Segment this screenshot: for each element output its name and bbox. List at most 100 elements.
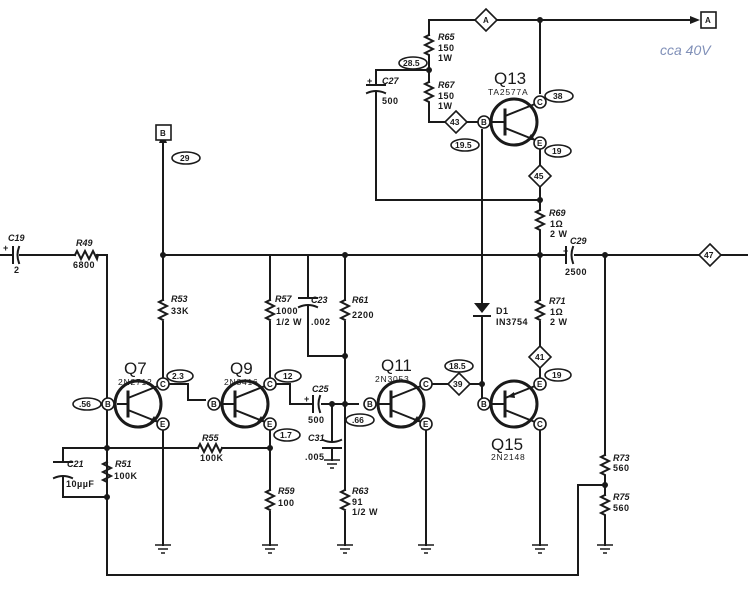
q15-pin-c: C bbox=[537, 420, 543, 429]
voltage-q13-emitter: 19 bbox=[552, 146, 562, 156]
c19-polarity: + bbox=[3, 243, 9, 253]
voltage-q7-base: .56 bbox=[79, 399, 91, 409]
r57-power: 1/2 W bbox=[276, 317, 302, 327]
q15-pin-b: B bbox=[481, 400, 487, 409]
q13-pin-e: E bbox=[537, 139, 543, 148]
pin-markers: B C E B C E B C E B C E B E C bbox=[101, 95, 547, 431]
ground-icons bbox=[155, 459, 613, 554]
c23-ref: C23 bbox=[311, 295, 328, 305]
connectors: B A bbox=[155, 11, 717, 141]
q9-pin-e: E bbox=[267, 420, 273, 429]
d1-type: IN3754 bbox=[496, 317, 528, 327]
q13-pin-b: B bbox=[481, 118, 487, 127]
q7-pin-c: C bbox=[160, 380, 166, 389]
diode-d1-symbol bbox=[473, 303, 491, 317]
transistor-q11 bbox=[376, 379, 426, 429]
r57-ref: R57 bbox=[275, 294, 293, 304]
r57-value: 1000 bbox=[276, 306, 298, 316]
test-point-45: 45 bbox=[534, 171, 544, 181]
r53-value: 33K bbox=[171, 306, 189, 316]
r67-power: 1W bbox=[438, 101, 453, 111]
c25-polarity: + bbox=[304, 394, 310, 404]
voltage-b-supply: 29 bbox=[180, 153, 190, 163]
connector-b: B bbox=[160, 129, 166, 138]
r67-value: 150 bbox=[438, 91, 455, 101]
r51-ref: R51 bbox=[115, 459, 132, 469]
r53-ref: R53 bbox=[171, 294, 188, 304]
c29-ref: C29 bbox=[570, 236, 587, 246]
r73-value: 560 bbox=[613, 463, 630, 473]
transistor-q9 bbox=[220, 379, 270, 429]
c19-ref: C19 bbox=[8, 233, 25, 243]
d1-ref: D1 bbox=[496, 306, 509, 316]
voltage-readings: .56 2.3 12 1.7 .66 18.5 19.5 38 19 19 28… bbox=[72, 56, 574, 442]
q13-name: Q13 bbox=[494, 69, 526, 88]
voltage-r65-r67-node: 28.5 bbox=[403, 58, 420, 68]
c27-ref: C27 bbox=[382, 76, 400, 86]
connector-a: A bbox=[705, 16, 711, 25]
q11-pin-e: E bbox=[423, 420, 429, 429]
voltage-q11-base: .66 bbox=[352, 415, 364, 425]
c21-value: 10µµF bbox=[66, 479, 94, 489]
q11-name: Q11 bbox=[381, 356, 412, 375]
c25-ref: C25 bbox=[312, 384, 330, 394]
r59-ref: R59 bbox=[278, 486, 295, 496]
r71-value: 1Ω bbox=[550, 307, 563, 317]
voltage-q9-emitter: 1.7 bbox=[280, 430, 292, 440]
r75-value: 560 bbox=[613, 503, 630, 513]
q9-pin-c: C bbox=[267, 380, 273, 389]
voltage-q11-collector: 18.5 bbox=[449, 361, 466, 371]
transistor-q13 bbox=[489, 97, 539, 147]
r61-ref: R61 bbox=[352, 295, 369, 305]
q7-name: Q7 bbox=[124, 359, 147, 378]
r71-power: 2 W bbox=[550, 317, 568, 327]
r69-ref: R69 bbox=[549, 208, 566, 218]
r63-power: 1/2 W bbox=[352, 507, 378, 517]
q7-type: 2N2712 bbox=[118, 377, 153, 387]
r59-value: 100 bbox=[278, 498, 295, 508]
q7-pin-b: B bbox=[105, 400, 111, 409]
test-point-41: 41 bbox=[535, 352, 545, 362]
q9-name: Q9 bbox=[230, 359, 253, 378]
voltage-q13-base: 19.5 bbox=[455, 140, 472, 150]
q15-name: Q15 bbox=[491, 435, 523, 454]
voltage-q13-collector: 38 bbox=[553, 91, 563, 101]
q9-type: 2N3416 bbox=[224, 377, 259, 387]
q11-type: 2N3053 bbox=[375, 374, 410, 384]
r61-value: 2200 bbox=[352, 310, 374, 320]
r55-ref: R55 bbox=[202, 433, 220, 443]
r67-ref: R67 bbox=[438, 80, 456, 90]
test-point-47: 47 bbox=[704, 250, 714, 260]
c27-polarity: + bbox=[367, 76, 373, 86]
r49-value: 6800 bbox=[73, 260, 95, 270]
r69-value: 1Ω bbox=[550, 219, 563, 229]
q11-pin-b: B bbox=[367, 400, 373, 409]
voltage-q15-emitter: 19 bbox=[552, 370, 562, 380]
c19-value: 2 bbox=[14, 265, 20, 275]
voltage-q7-collector: 2.3 bbox=[172, 371, 184, 381]
q13-type: TA2577A bbox=[488, 87, 528, 97]
r51-value: 100K bbox=[114, 471, 138, 481]
q11-pin-c: C bbox=[423, 380, 429, 389]
test-point-a: A bbox=[483, 16, 489, 25]
test-point-43: 43 bbox=[450, 117, 460, 127]
c29-polarity: + bbox=[563, 246, 569, 256]
q13-pin-c: C bbox=[537, 98, 543, 107]
c23-value: .002 bbox=[311, 317, 331, 327]
component-labels: C19 2 + R49 6800 R53 33K R57 1000 1/2 W … bbox=[3, 32, 631, 517]
transistor-q15 bbox=[489, 379, 539, 429]
supply-voltage-note: cca 40V bbox=[660, 42, 712, 58]
r63-value: 91 bbox=[352, 497, 363, 507]
q15-type: 2N2148 bbox=[491, 452, 526, 462]
c29-value: 2500 bbox=[565, 267, 587, 277]
transistor-q7 bbox=[113, 379, 163, 429]
r75-ref: R75 bbox=[613, 492, 631, 502]
a-arrow-icon bbox=[690, 16, 700, 24]
wires bbox=[0, 19, 748, 576]
junctions bbox=[104, 17, 608, 500]
r73-ref: R73 bbox=[613, 453, 630, 463]
q15-pin-e: E bbox=[537, 380, 543, 389]
c31-value: .005 bbox=[305, 452, 325, 462]
c31-ref: C31 bbox=[308, 433, 325, 443]
